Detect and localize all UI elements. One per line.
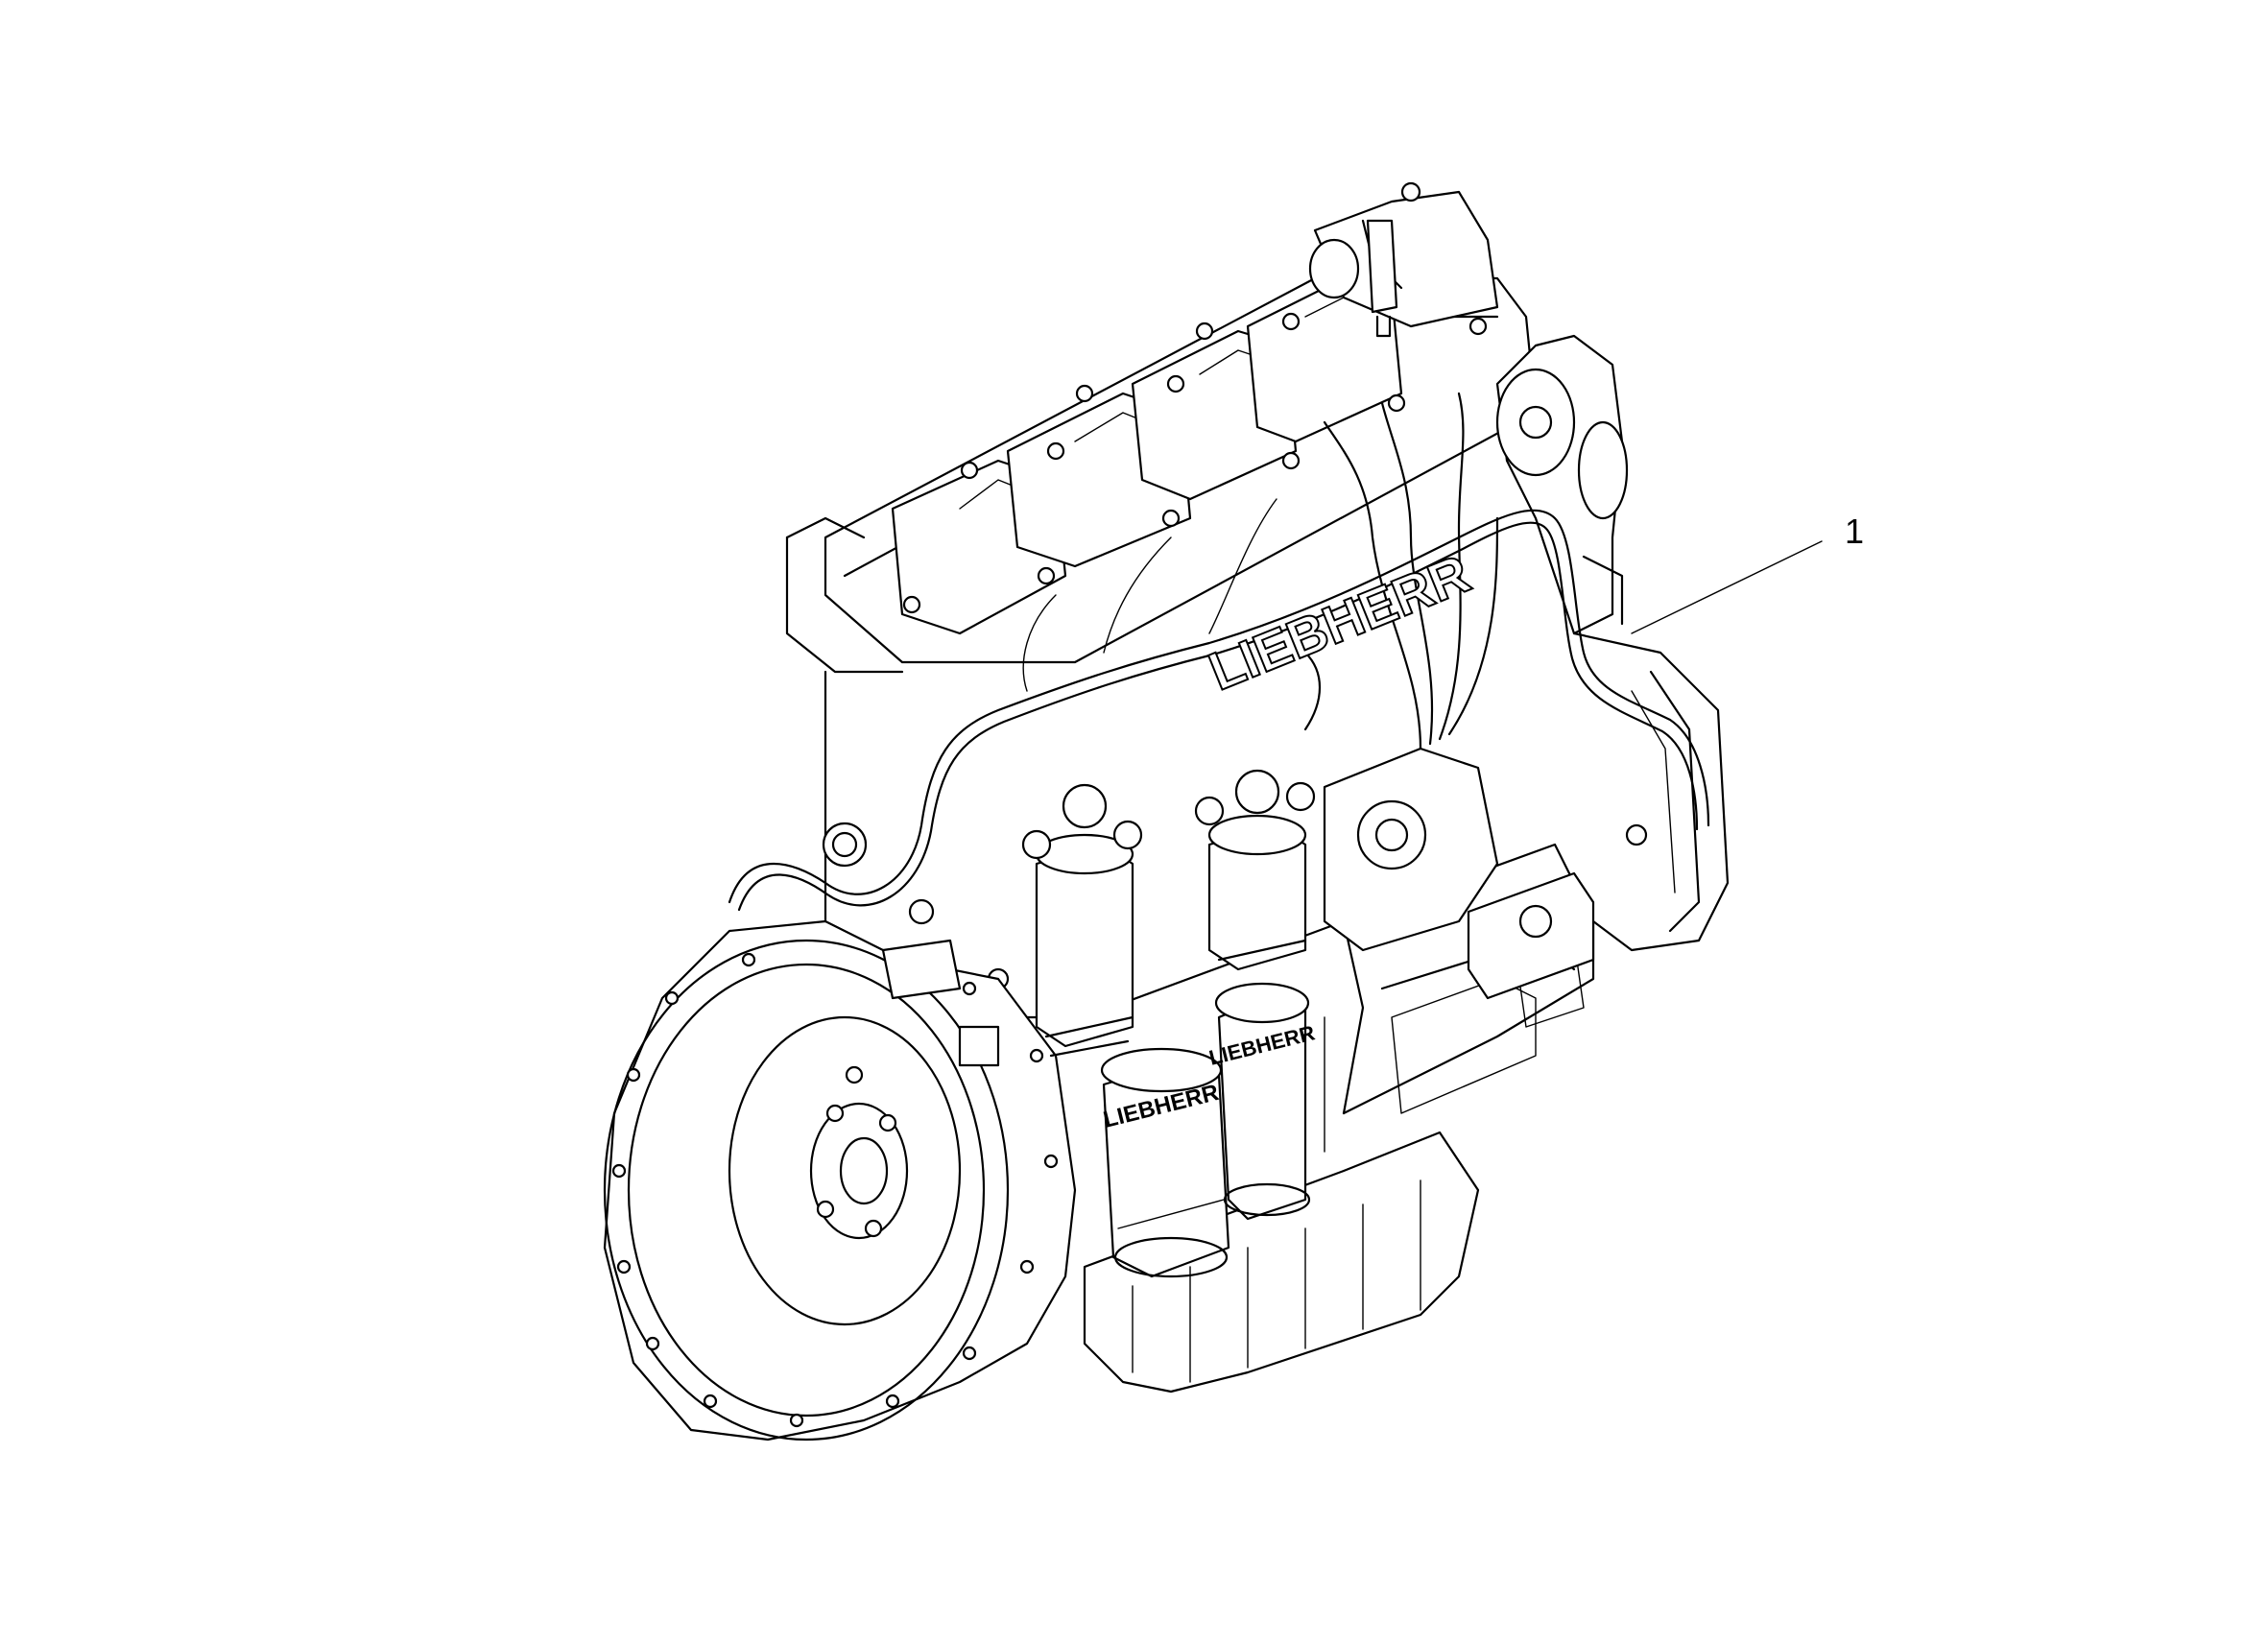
block-brand-label: LIEBHERR (1200, 541, 1479, 703)
wiring-harness (728, 509, 1710, 912)
intake-pipe (1495, 334, 1629, 635)
callout-1-leader (1631, 540, 1823, 634)
injection-lines (1022, 392, 1499, 751)
fuel-filter-right (1194, 769, 1316, 971)
injection-pump (1323, 747, 1595, 1000)
rear-housing (1572, 631, 1730, 952)
oil-filter-left (1100, 1047, 1230, 1278)
oil-filter-right (1214, 982, 1311, 1221)
cylinder-head (785, 250, 1538, 674)
callout-1-label: 1 (1845, 512, 1864, 551)
flywheel-housing (603, 919, 1077, 1441)
intake-manifold (1308, 181, 1499, 338)
oil-pan (1083, 1131, 1480, 1394)
block-brand-text: LIEBHERR (1201, 542, 1478, 702)
callout-1: 1 (1631, 512, 1864, 634)
fuel-filter-left (1021, 783, 1143, 1058)
